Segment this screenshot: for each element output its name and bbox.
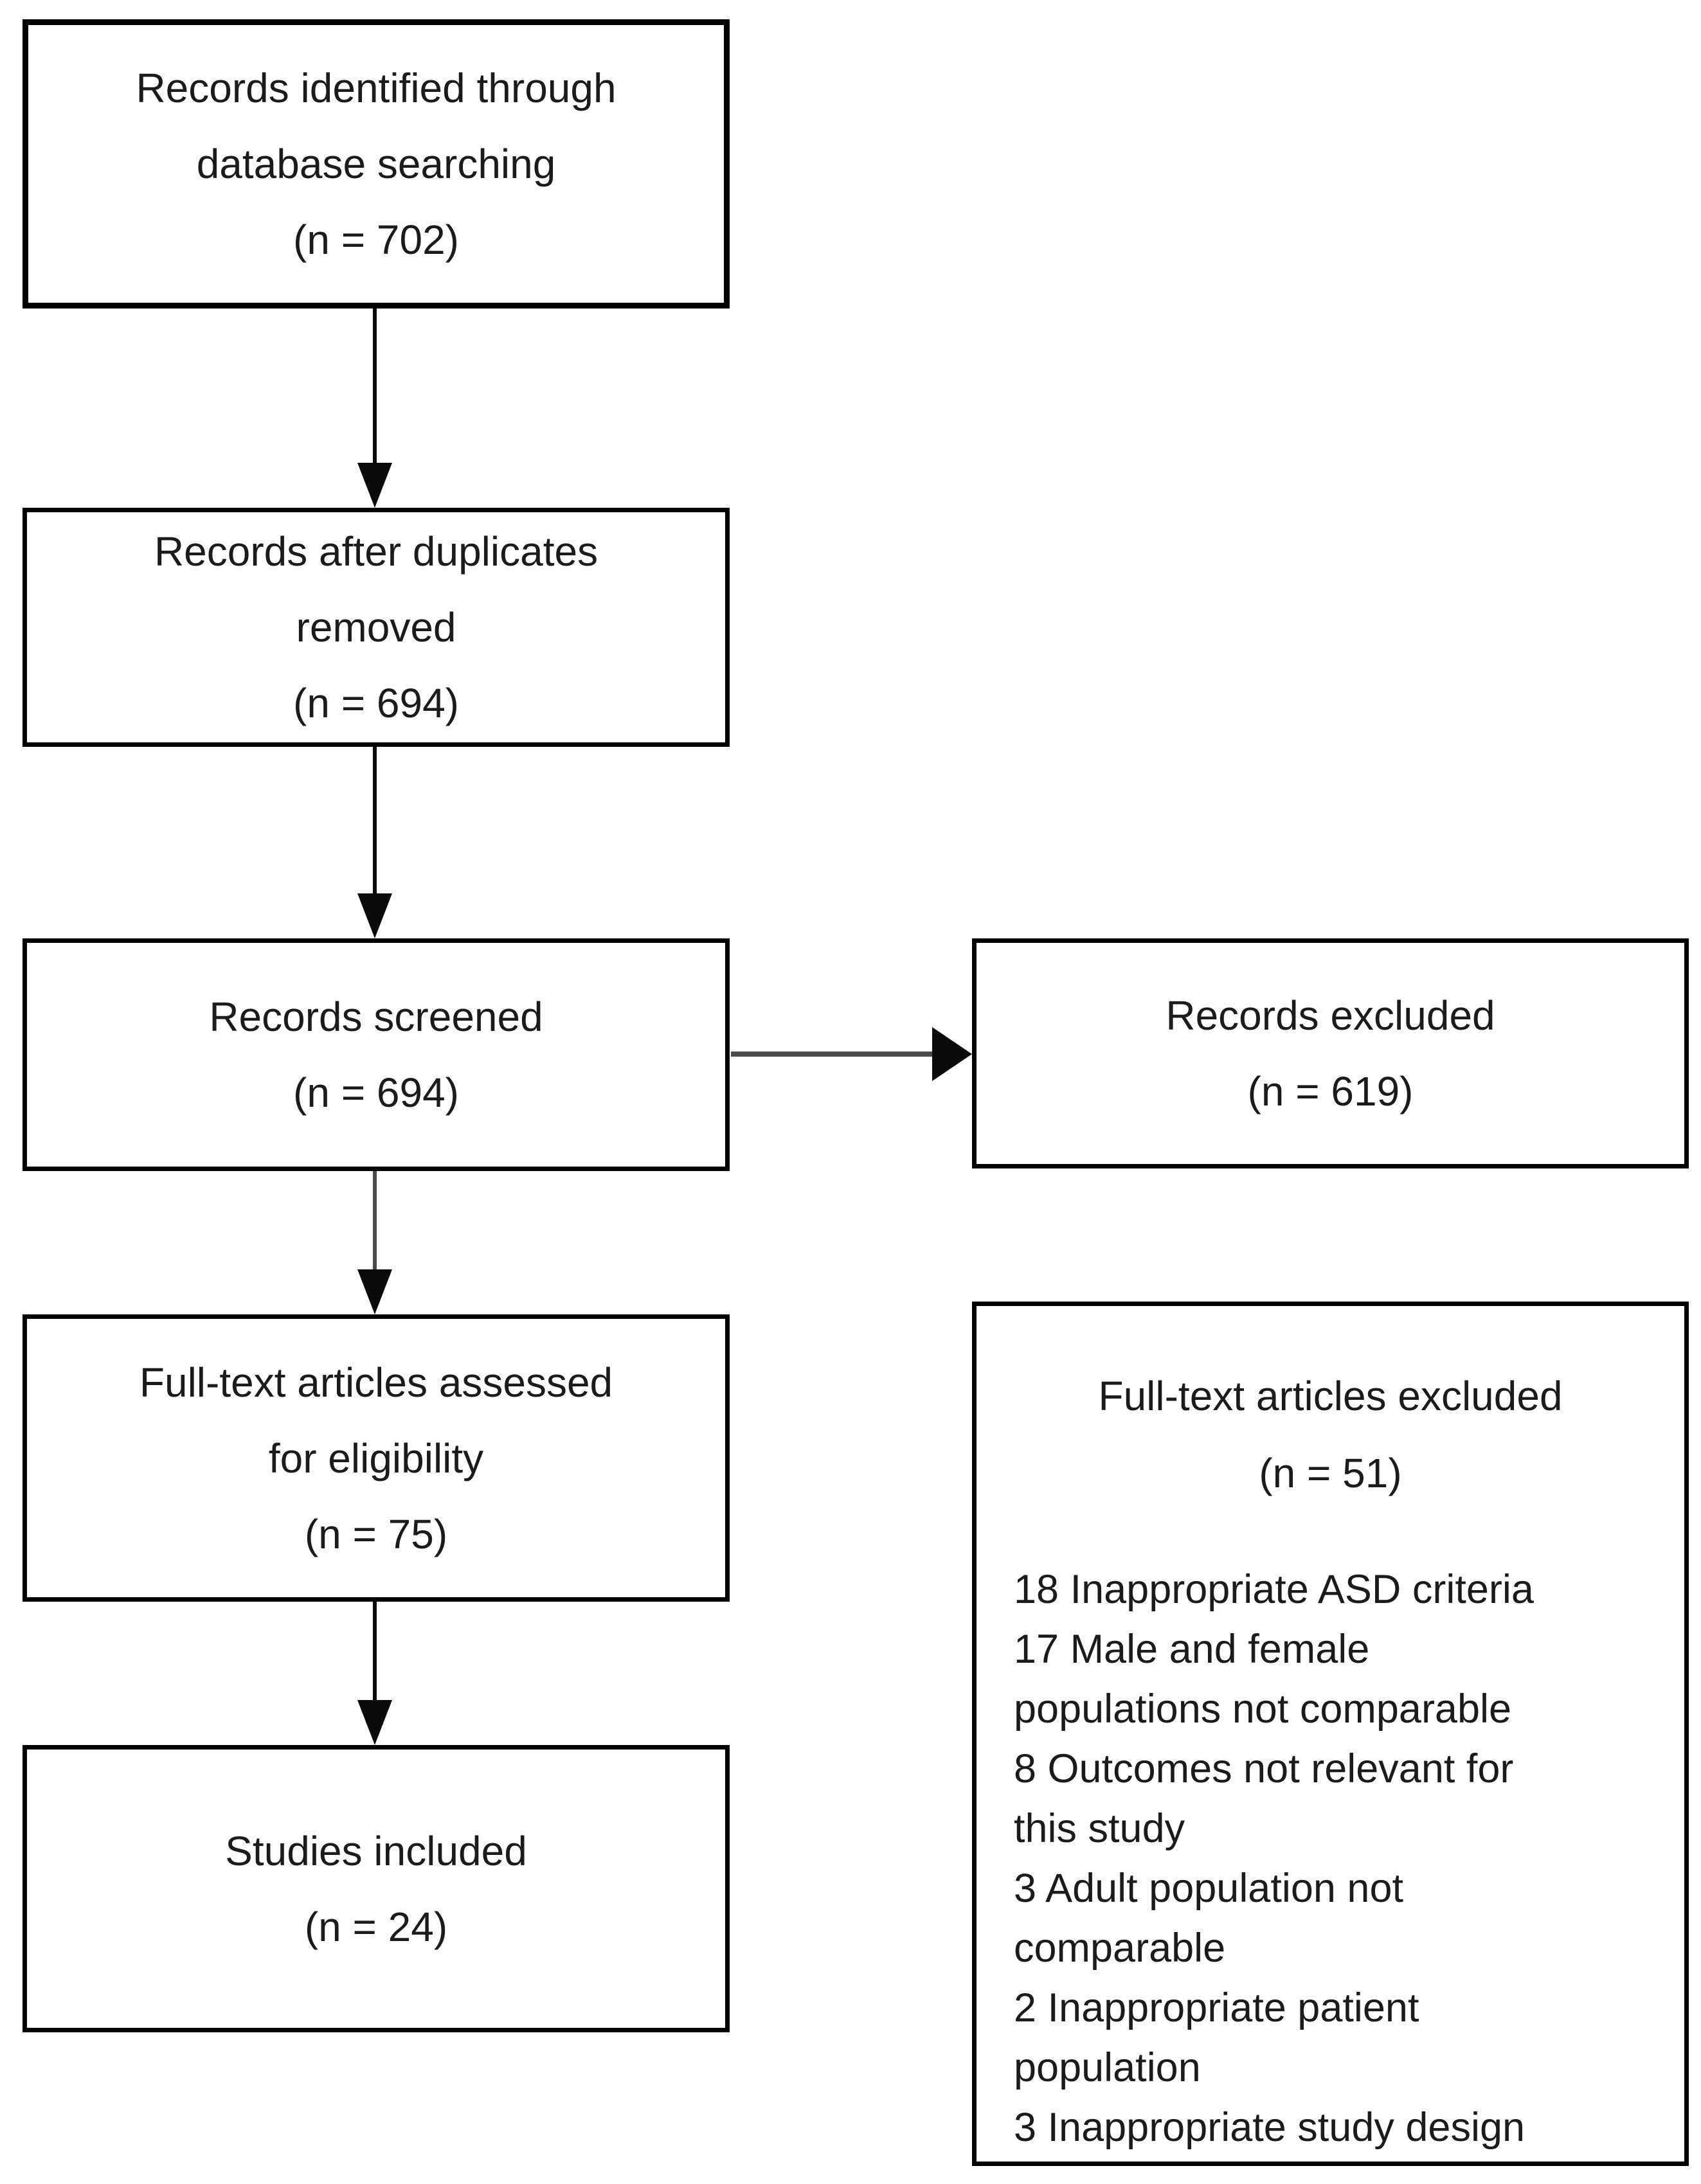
exclusion-reasons-list: 18 Inappropriate ASD criteria 17 Male and… — [977, 1560, 1684, 2158]
down-arrow-fulltext-to-included — [357, 1602, 393, 1745]
arrowhead-down-icon — [357, 893, 392, 938]
down-arrow-deduplicated-to-screened — [357, 747, 393, 938]
box-label: Records excluded — [1166, 992, 1495, 1039]
down-arrow-screened-to-fulltext — [357, 1171, 393, 1314]
box-records-identified: Records identified through database sear… — [22, 19, 730, 309]
arrow-shaft — [731, 1052, 936, 1057]
box-count: (n = 619) — [1247, 1068, 1414, 1114]
box-records-excluded: Records excluded (n = 619) — [972, 938, 1689, 1168]
arrow-shaft — [373, 1602, 377, 1709]
arrow-shaft — [373, 747, 377, 902]
box-count: (n = 24) — [304, 1903, 448, 1950]
box-count: (n = 694) — [293, 1070, 459, 1116]
exclusion-reason-item: 8 Outcomes not relevant for this study — [1014, 1746, 1514, 1851]
arrow-shaft — [373, 309, 377, 472]
arrow-shaft — [373, 1171, 377, 1278]
box-label: Full-text articles excluded — [1098, 1373, 1563, 1419]
arrowhead-down-icon — [357, 1269, 392, 1314]
box-label: Full-text articles assessed for eligibil… — [139, 1359, 613, 1481]
arrowhead-right-icon — [932, 1027, 972, 1081]
box-count: (n = 702) — [293, 217, 459, 263]
down-arrow-identified-to-deduplicated — [357, 309, 393, 508]
box-count: (n = 51) — [1259, 1450, 1402, 1496]
box-label: Records screened — [209, 994, 543, 1040]
box-records-screened: Records screened (n = 694) — [22, 938, 730, 1171]
arrowhead-down-icon — [357, 1700, 392, 1745]
box-records-after-duplicates: Records after duplicates removed (n = 69… — [22, 508, 730, 747]
box-fulltext-assessed: Full-text articles assessed for eligibil… — [22, 1314, 730, 1602]
exclusion-reason-item: 17 Male and female populations not compa… — [1014, 1627, 1512, 1732]
box-label: Studies included — [225, 1827, 527, 1874]
right-arrow-screened-to-excluded — [731, 1027, 972, 1081]
box-fulltext-excluded: Full-text articles excluded (n = 51) 18 … — [972, 1302, 1689, 2166]
arrowhead-down-icon — [357, 463, 392, 508]
box-studies-included: Studies included (n = 24) — [22, 1745, 730, 2032]
exclusion-reason-item: 18 Inappropriate ASD criteria — [1014, 1567, 1534, 1612]
exclusion-reason-item: 3 Adult population not comparable — [1014, 1866, 1404, 1971]
box-count: (n = 75) — [304, 1510, 448, 1557]
box-count: (n = 694) — [293, 680, 459, 726]
box-label: Records identified through database sear… — [136, 65, 616, 187]
exclusion-reason-item: 3 Inappropriate study design — [1014, 2105, 1526, 2150]
exclusion-reason-item: 2 Inappropriate patient population — [1014, 1985, 1419, 2090]
box-label: Records after duplicates removed — [154, 528, 598, 650]
